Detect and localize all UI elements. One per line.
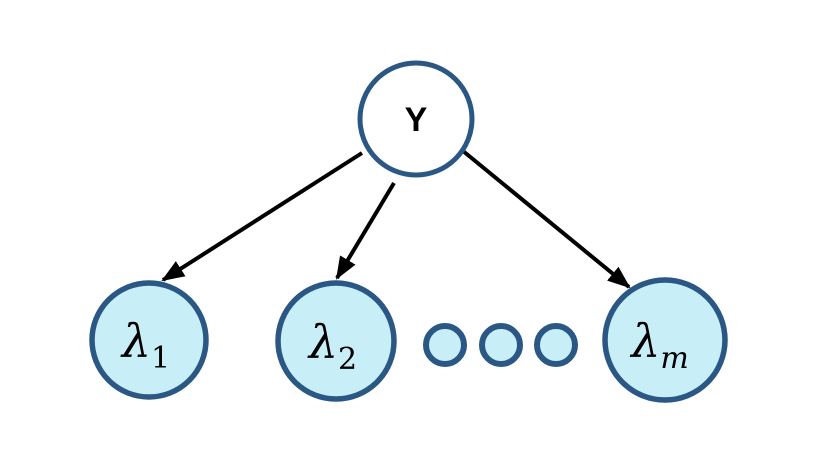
node-y: Y [357,60,475,178]
edge-y-to-lambda1 [161,151,364,282]
ellipsis-dot-1 [423,323,467,367]
lambdam-subscript: m [660,341,688,376]
node-lambda1-circle [89,280,209,400]
lambdam-symbol: λ [629,314,660,368]
node-y-label: Y [405,101,428,139]
node-y-circle [357,60,475,178]
lambda1-subscript: 1 [151,341,170,376]
node-lambdam-label: λm [629,314,689,376]
node-lambda2-label: λ2 [307,315,357,377]
node-lambda2: λ2 [275,280,397,402]
node-lambda1-label: λ1 [120,314,170,376]
lambda1-symbol: λ [120,314,151,368]
lambda2-subscript: 2 [338,342,357,377]
node-lambdam-circle [602,277,728,403]
node-lambda1: λ1 [89,280,209,400]
lambda2-symbol: λ [307,315,338,369]
ellipsis-dot-3 [534,323,578,367]
node-lambdam: λm [602,277,728,403]
ellipsis-dots [423,323,578,367]
edge-y-to-lambdam [461,149,631,289]
edge-y-to-lambda2 [335,181,396,280]
ellipsis-dot-2 [479,323,523,367]
node-lambda2-circle [275,280,397,402]
edges [161,149,631,289]
